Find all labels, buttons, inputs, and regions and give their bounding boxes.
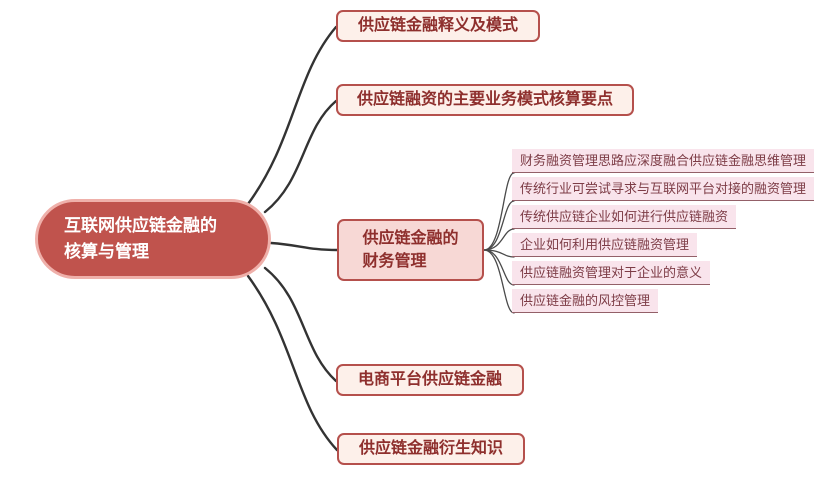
subtopic-risk-control-management[interactable]: 供应链金融的风控管理 [512, 289, 659, 313]
subtopic-deep-integration-thinking[interactable]: 财务融资管理思路应深度融合供应链金融思维管理 [512, 149, 815, 173]
link-branch3-to-child-5 [483, 249, 515, 286]
link-branch3-to-child-3 [483, 228, 515, 251]
subtopic-how-traditional-enterprises-finance[interactable]: 传统供应链企业如何进行供应链融资 [512, 205, 737, 229]
subtopic-traditional-industry-platform-docking[interactable]: 传统行业可尝试寻求与互联网平台对接的融资管理 [512, 177, 815, 201]
link-root-to-branch-1 [246, 25, 338, 206]
branch-topic-derived-knowledge[interactable]: 供应链金融衍生知识 [337, 433, 525, 465]
root-topic[interactable]: 互联网供应链金融的 核算与管理 [35, 199, 271, 279]
branch-topic-financial-management[interactable]: 供应链金融的 财务管理 [337, 219, 484, 281]
branch-topic-definition-and-modes[interactable]: 供应链金融释义及模式 [336, 10, 540, 42]
link-branch3-to-child-2 [483, 200, 515, 251]
branch-topic-ecommerce-platform-scf[interactable]: 电商平台供应链金融 [336, 364, 524, 396]
subtopic-how-enterprises-use-financing-management[interactable]: 企业如何利用供应链融资管理 [512, 233, 698, 257]
subtopic-significance-for-enterprises[interactable]: 供应链融资管理对于企业的意义 [512, 261, 711, 285]
link-root-to-branch-4 [263, 266, 338, 383]
link-root-to-branch-2 [263, 99, 338, 214]
link-root-to-branch-3 [269, 241, 339, 252]
link-branch3-to-child-1 [483, 172, 515, 251]
link-root-to-branch-5 [246, 274, 339, 452]
link-branch3-to-child-6 [483, 249, 515, 314]
branch-topic-main-business-accounting-points[interactable]: 供应链融资的主要业务模式核算要点 [336, 84, 634, 116]
